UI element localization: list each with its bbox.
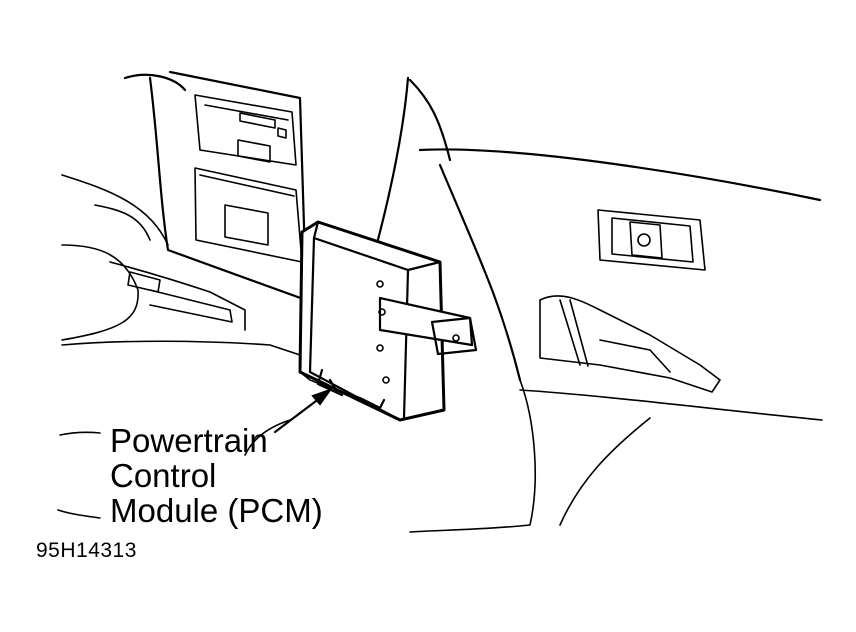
figure-id: 95H14313: [36, 539, 137, 562]
pcm-callout-label: Powertrain Control Module (PCM): [110, 423, 323, 528]
callout-line-3: Module (PCM): [110, 492, 323, 529]
pcm-module: [298, 220, 478, 422]
dash-panel-right: [408, 78, 823, 421]
callout-line-2: Control: [110, 457, 217, 494]
callout-line-1: Powertrain: [110, 422, 268, 459]
callout-arrow: [273, 388, 333, 434]
seat-and-floor: [57, 174, 301, 519]
center-console: [123, 70, 308, 302]
